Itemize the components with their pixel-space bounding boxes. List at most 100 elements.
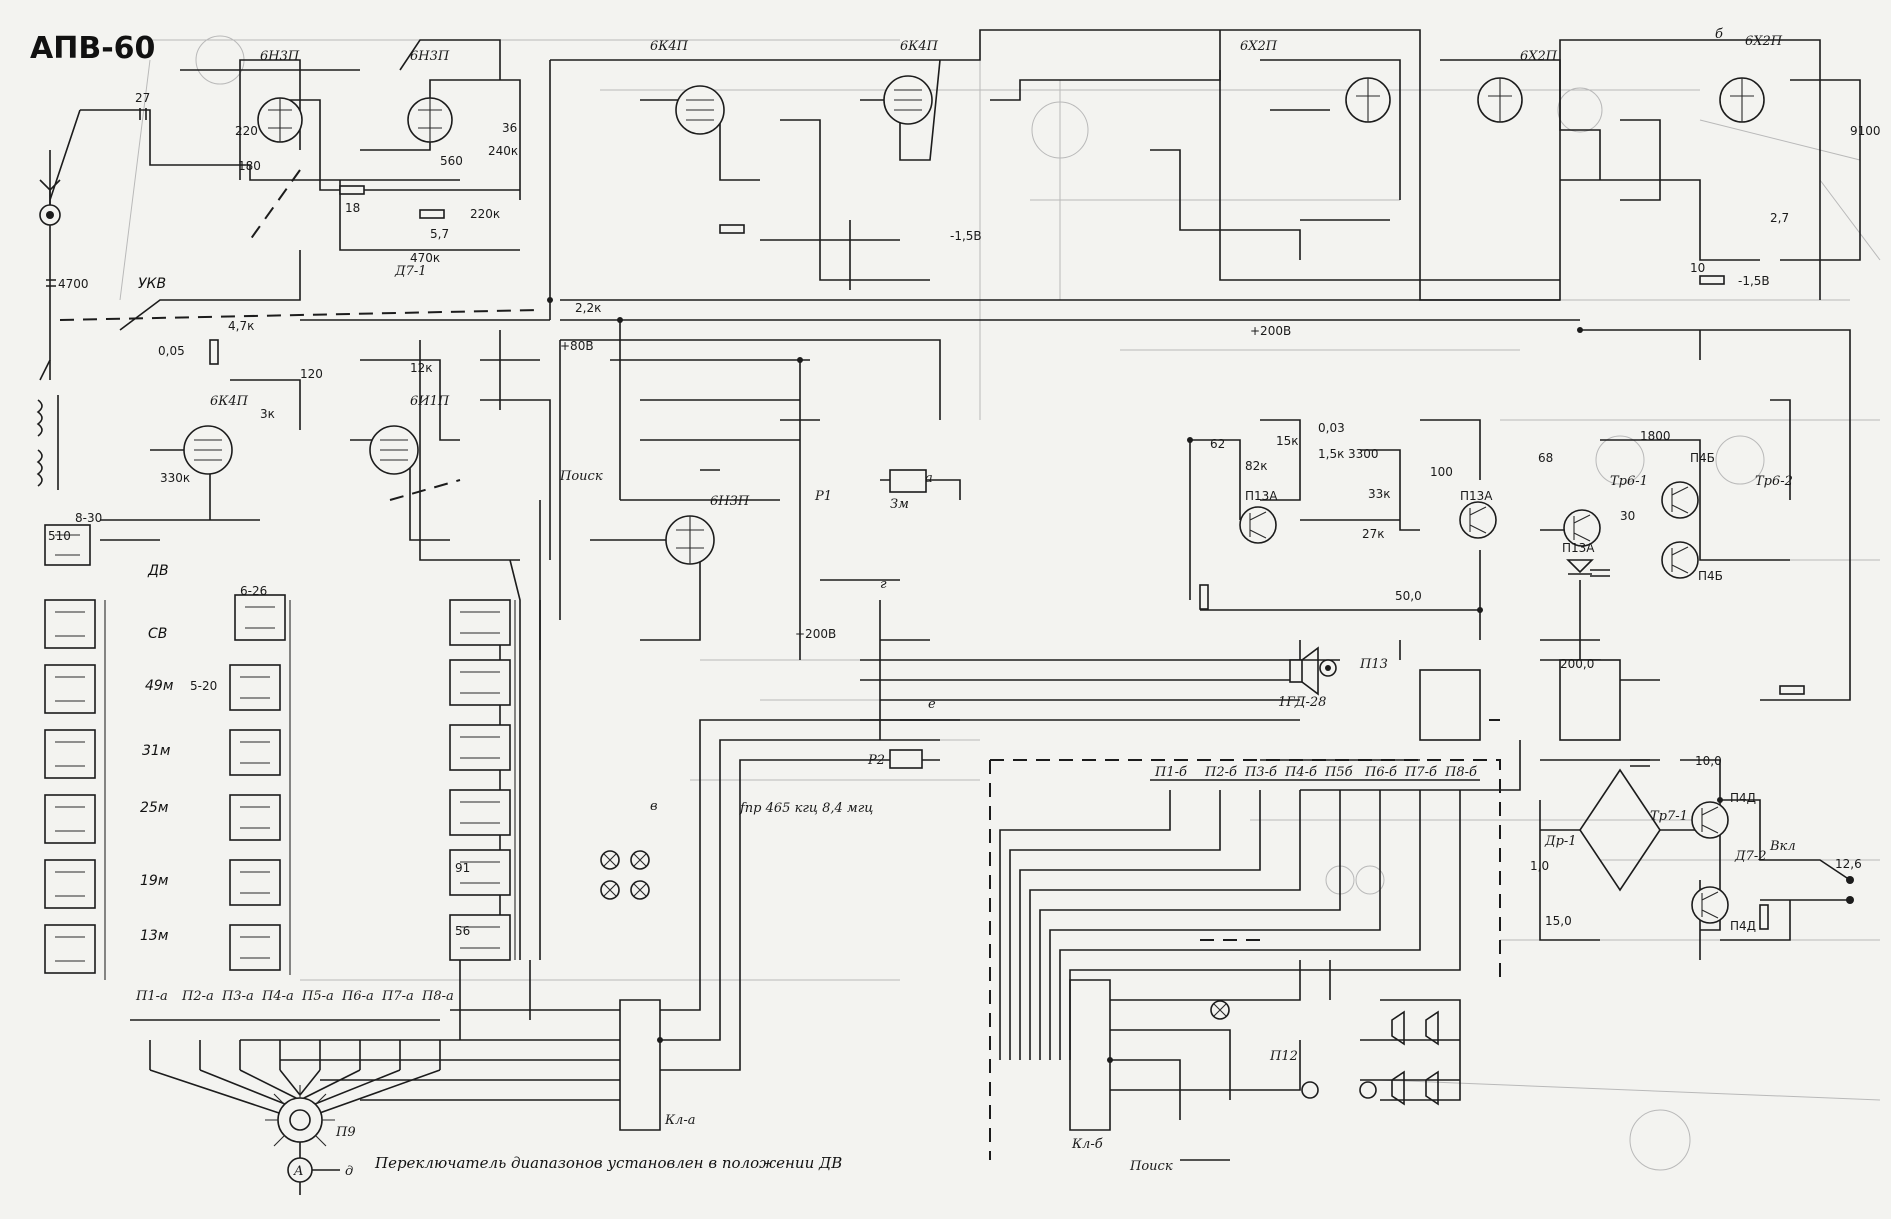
value-17: 8-30 — [75, 511, 102, 525]
coil-block-col3-6 — [449, 914, 511, 961]
transistor-label-q7: П4Д — [1730, 919, 1756, 933]
coil-block-col2-2 — [229, 664, 281, 711]
tube-v3 — [675, 85, 725, 135]
tube-v9 — [369, 425, 419, 475]
label-vkl: Вкл — [1769, 839, 1796, 854]
value-14: 3к — [260, 407, 275, 421]
value-22: 56 — [455, 924, 470, 938]
coil-block-31m — [44, 729, 96, 779]
value-5: 560 — [440, 154, 463, 168]
switch-top-1: П1-б — [1154, 765, 1187, 780]
switch-bottom-5: П5-а — [301, 989, 334, 1004]
value-19: 6-26 — [240, 584, 267, 598]
band-label-19m: 19м — [140, 873, 169, 889]
tube-v10 — [665, 515, 715, 565]
misc-labels: П9 Кл-а Кл-б Поиск Поиск П12 П13 1ГД-28 … — [335, 264, 1796, 1174]
sub-label-e: е — [928, 697, 936, 712]
sub-label-b: б — [1715, 27, 1723, 42]
coil-block-col2-6 — [229, 924, 281, 971]
value-0: 27 — [135, 91, 150, 105]
tube-label-v9: 6И1П — [410, 394, 450, 409]
tube-v2 — [407, 97, 453, 143]
tube-label-v2: 6Н3П — [410, 49, 450, 64]
coil-block-col2-1 — [234, 594, 286, 641]
switch-bottom-3: П3-а — [221, 989, 254, 1004]
label-p12: П12 — [1269, 1049, 1298, 1064]
tube-v1 — [257, 97, 303, 143]
switch-top-4: П4-б — [1284, 765, 1317, 780]
band-label-dv: ДВ — [147, 563, 169, 579]
tube-label-v3: 6К4П — [650, 39, 689, 54]
tube-label-v8: 6К4П — [210, 394, 249, 409]
transistor-label-q4: П4Б — [1690, 451, 1715, 465]
switch-bottom-4: П4-а — [261, 989, 294, 1004]
transistors — [1239, 481, 1729, 924]
label-p9: П9 — [335, 1125, 356, 1140]
value-41: 68 — [1538, 451, 1553, 465]
transistor-label-q6: П4Д — [1730, 791, 1756, 805]
value-29: 3300 — [1348, 447, 1379, 461]
value-34: 15к — [1276, 434, 1299, 448]
tubes — [183, 75, 1765, 565]
label-d7-1: Д7-1 — [394, 264, 427, 279]
band-label-49m: 49м — [145, 678, 174, 694]
value-16: 4,7к — [228, 319, 254, 333]
label-p13: П13 — [1359, 657, 1388, 672]
antenna-input — [36, 179, 61, 490]
value-39: 2,2к — [575, 301, 601, 315]
band-label-sv: СВ — [148, 626, 167, 642]
supply-label-200v-mid: +200В — [795, 627, 836, 641]
value-42: 30 — [1620, 509, 1635, 523]
switch-top-2: П2-б — [1204, 765, 1237, 780]
ghost-traces — [119, 35, 1881, 1171]
supply-labels: +80В +200В -1,5В -1,5В +200В 12,6 — [560, 229, 1862, 871]
value-30: 1,5к — [1318, 447, 1344, 461]
value-25: 10,0 — [1695, 754, 1722, 768]
tube-v7 — [1719, 77, 1765, 123]
transistor-q1 — [1239, 506, 1277, 544]
component-values: 27 4700 470к 220 180 560 240к 220к 5,7 1… — [48, 91, 1881, 938]
switch-top-7: П7-б — [1404, 765, 1437, 780]
switch-bottom-6: П6-а — [341, 989, 374, 1004]
coil-block-13m — [44, 924, 96, 974]
transistor-q2 — [1459, 501, 1497, 539]
sub-label-d: д — [345, 1164, 353, 1179]
transistor-q5 — [1661, 541, 1699, 579]
label-r1: Р1 — [814, 489, 832, 504]
coil-block-col3-2 — [449, 659, 511, 706]
value-36: 100 — [1430, 465, 1453, 479]
band-switch-p9 — [265, 1085, 335, 1147]
sub-labels: а б в г д е — [345, 27, 1723, 1179]
coil-block-col3-4 — [449, 789, 511, 836]
value-26: 15,0 — [1545, 914, 1572, 928]
switch-top-3: П3-б — [1244, 765, 1277, 780]
band-label-ukv: УКВ — [138, 276, 166, 292]
label-d7-2: Д7-2 — [1734, 849, 1767, 864]
coil-block-25m — [44, 794, 96, 844]
band-labels: УКВ ДВ СВ 49м 31м 25м 19м 13м — [138, 276, 174, 944]
value-38: 10 — [1690, 261, 1705, 275]
value-33: 82к — [1245, 459, 1268, 473]
value-43: 2,7 — [1770, 211, 1789, 225]
value-24: 200,0 — [1560, 657, 1594, 671]
coil-block-dv — [44, 524, 91, 566]
switch-labels-bottom: П1-а П2-а П3-а П4-а П5-а П6-а П7-а П8-а — [135, 989, 454, 1004]
switch-labels-top: П1-б П2-б П3-б П4-б П5б П6-б П7-б П8-б — [1154, 765, 1477, 780]
tube-label-v7: 6Х2П — [1745, 34, 1783, 49]
coil-block-col2-5 — [229, 859, 281, 906]
diagram-caption: Переключатель диапазонов установлен в по… — [374, 1154, 842, 1172]
band-label-31m: 31м — [142, 743, 171, 759]
sub-label-g: г — [880, 577, 887, 592]
value-9: 18 — [345, 201, 360, 215]
value-12: 120 — [300, 367, 323, 381]
tube-label-v10: 6Н3П — [710, 494, 750, 509]
transistor-label-q5: П4Б — [1698, 569, 1723, 583]
tube-label-v5: 6Х2П — [1240, 39, 1278, 54]
value-7: 220к — [470, 207, 500, 221]
transistor-q7 — [1691, 886, 1729, 924]
value-27: 1,0 — [1530, 859, 1549, 873]
switch-bottom-2: П2-а — [181, 989, 214, 1004]
switch-top-6: П6-б — [1364, 765, 1397, 780]
tube-label-v6: 6Х2П — [1520, 49, 1558, 64]
value-8: 5,7 — [430, 227, 449, 241]
